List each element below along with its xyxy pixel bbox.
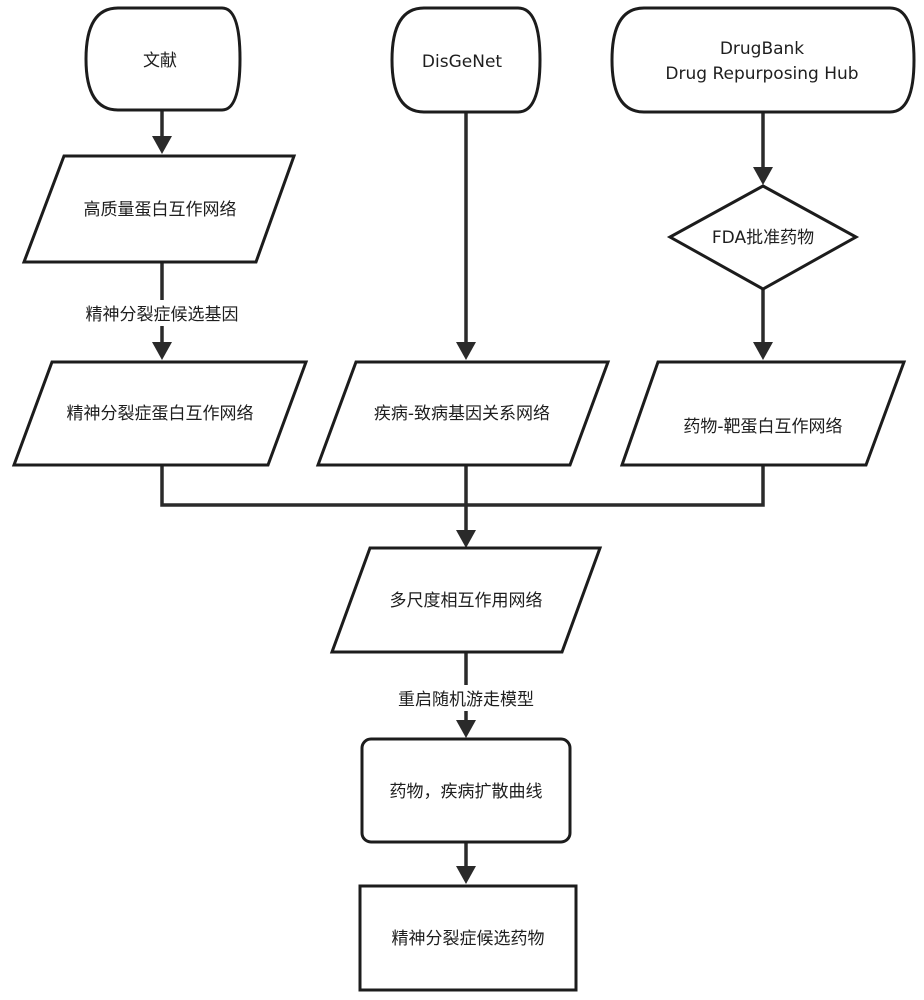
arrowhead [456, 720, 476, 738]
node-label: DisGeNet [422, 52, 502, 72]
label-background [380, 685, 552, 711]
parallelogram-shape [619, 360, 907, 467]
node-label-line1: DrugBank [720, 39, 804, 59]
arrowhead [753, 342, 773, 360]
edge-merge-connector [160, 465, 765, 507]
stored-data-shape [84, 6, 242, 112]
arrowhead [753, 167, 773, 185]
arrowhead [456, 866, 476, 884]
node-label: 药物-靶蛋白互作网络 [683, 417, 842, 437]
node-disease-gene: 疾病-致病基因关系网络 [315, 360, 611, 467]
parallelogram-shape [329, 546, 603, 654]
node-diffusion: 药物，疾病扩散曲线 [360, 737, 572, 844]
node-fda-approved: FDA批准药物 [666, 184, 860, 291]
node-drugbank: DrugBank Drug Repurposing Hub [610, 6, 916, 114]
arrowhead [152, 136, 172, 154]
terminal-shape [358, 884, 578, 992]
node-scz-ppi: 精神分裂症蛋白互作网络 [11, 360, 309, 467]
node-literature: 文献 [84, 6, 242, 112]
process-shape [360, 737, 572, 844]
diamond-shape [666, 184, 860, 291]
parallelogram-shape [21, 154, 297, 264]
arrowhead [152, 342, 172, 360]
edge-label-rwr-model: 重启随机游走模型 [380, 685, 552, 711]
node-label: FDA批准药物 [712, 228, 814, 248]
node-candidates: 精神分裂症候选药物 [358, 884, 578, 992]
edge-label-text: 重启随机游走模型 [398, 690, 534, 710]
arrowhead [456, 530, 476, 548]
label-background [72, 300, 252, 326]
node-label: 多尺度相互作用网络 [390, 591, 543, 611]
edge-label-scz-candidate-genes: 精神分裂症候选基因 [72, 300, 252, 326]
parallelogram-shape [315, 360, 611, 467]
node-label: 精神分裂症候选药物 [392, 929, 545, 949]
edge-label-text: 精神分裂症候选基因 [86, 305, 239, 325]
node-multilayer: 多尺度相互作用网络 [329, 546, 603, 654]
node-drug-target: 药物-靶蛋白互作网络 [619, 360, 907, 467]
node-disgenet: DisGeNet [390, 6, 542, 114]
parallelogram-shape [11, 360, 309, 467]
stored-data-shape [610, 6, 916, 114]
node-label: 精神分裂症蛋白互作网络 [67, 404, 254, 424]
node-label: 药物，疾病扩散曲线 [390, 782, 543, 802]
node-label: 文献 [143, 51, 177, 71]
stored-data-shape [390, 6, 542, 114]
arrowhead [456, 342, 476, 360]
node-label: 高质量蛋白互作网络 [84, 200, 237, 220]
node-label: 疾病-致病基因关系网络 [374, 404, 550, 424]
node-high-quality-ppi: 高质量蛋白互作网络 [21, 154, 297, 264]
node-label-line2: Drug Repurposing Hub [665, 64, 858, 84]
